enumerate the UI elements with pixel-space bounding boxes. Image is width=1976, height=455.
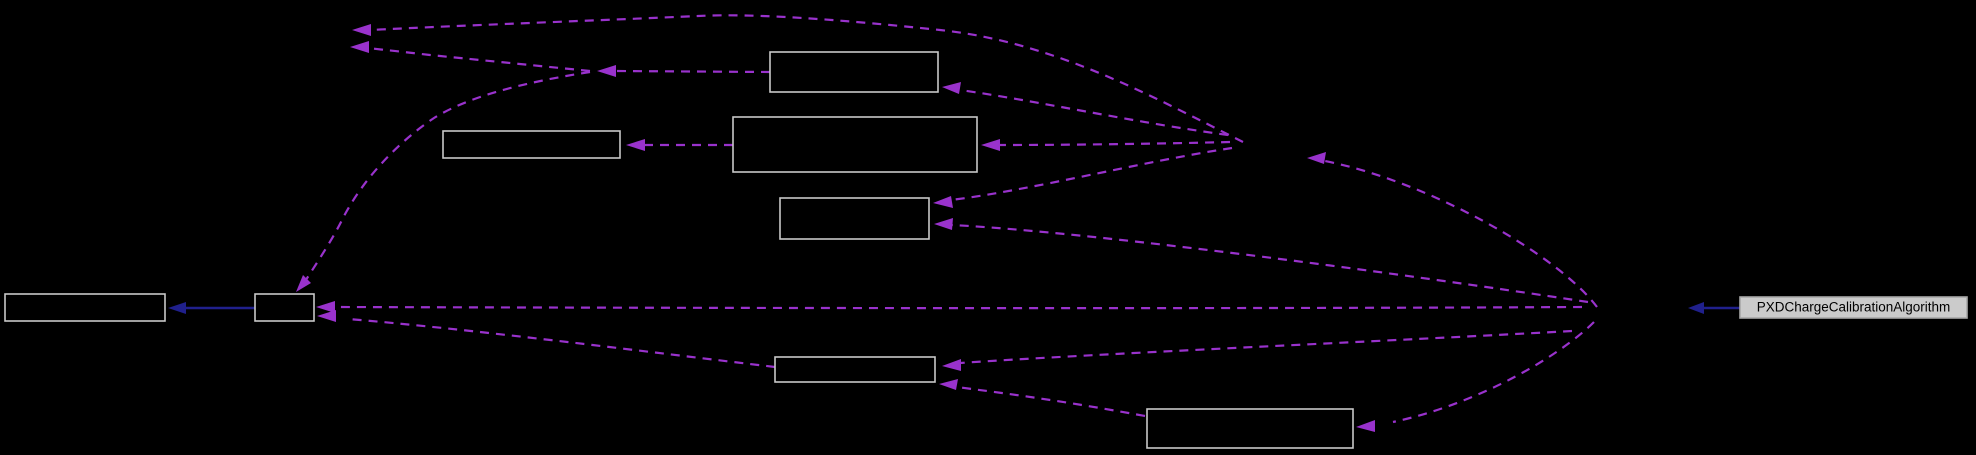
edge-to-mid-upper (950, 146, 1233, 202)
edge-low-to-small (347, 317, 776, 369)
node-big[interactable] (732, 116, 978, 173)
edge-bottom-to-low-arrowhead-icon (939, 379, 958, 390)
edge-to-low-right (959, 329, 1573, 365)
edge-to-small-top (303, 70, 591, 284)
edge-to-bottom-right (1392, 321, 1595, 424)
node-left[interactable] (442, 130, 621, 159)
edge-to-small-top-arrowhead-icon (296, 275, 311, 292)
node-pxd-charge-calibration-algorithm-label: PXDChargeCalibrationAlgorithm (1757, 300, 1951, 315)
edge-to-bottom-right-arrowhead-icon (1356, 420, 1375, 432)
node-bottom[interactable] (1146, 408, 1354, 449)
edge-big-to-left-arrowhead-icon (626, 139, 645, 151)
node-mid[interactable] (779, 197, 930, 240)
inherit-far-left-arrowhead-icon (168, 302, 186, 314)
edge-to-top-right (959, 88, 1229, 137)
edge-top-arc-arrowhead-icon (352, 24, 371, 36)
edge-to-mid-upper-arrowhead-icon (933, 196, 953, 208)
edge-upper-left (367, 46, 591, 73)
edge-to-big-right-arrowhead-icon (981, 139, 1000, 151)
node-small[interactable] (254, 293, 315, 322)
edge-to-top-right-arrowhead-icon (942, 82, 961, 94)
node-top[interactable] (769, 51, 939, 93)
edge-low-to-small-arrowhead-icon (317, 310, 336, 322)
inherit-pxd-arrowhead-icon (1688, 302, 1704, 314)
edge-long-horizontal-arrowhead-icon (316, 301, 335, 313)
edge-topbox-out-arrowhead-icon (597, 65, 616, 77)
node-far-left[interactable] (4, 293, 166, 322)
edge-top-arc (369, 14, 1244, 143)
edge-long-horizontal (333, 305, 1583, 310)
edge-to-mid-lower-arrowhead-icon (934, 218, 953, 230)
node-low[interactable] (774, 356, 936, 383)
edge-topbox-out (614, 69, 771, 74)
node-pxd-charge-calibration-algorithm[interactable] (1739, 296, 1968, 319)
edge-upper-left-arrowhead-icon (350, 41, 369, 53)
edge-right-curve-up-arrowhead-icon (1307, 152, 1326, 164)
edge-to-low-right-arrowhead-icon (942, 359, 961, 371)
edge-to-mid-lower (951, 223, 1589, 304)
